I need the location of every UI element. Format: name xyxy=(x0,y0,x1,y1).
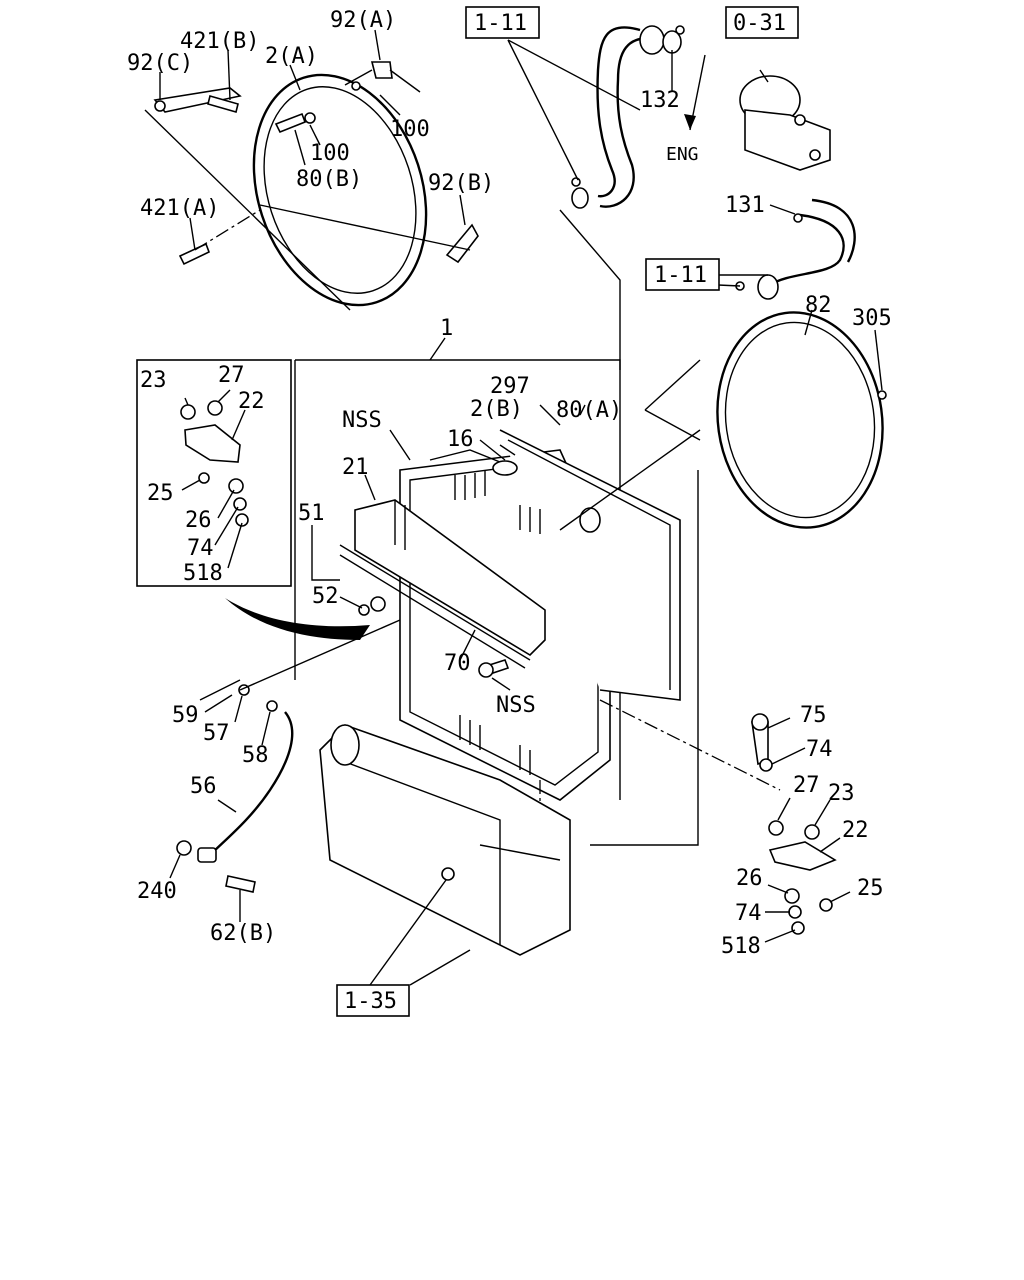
leader-lines xyxy=(159,29,883,986)
label-56: 56 xyxy=(190,774,217,799)
inset-pointer-arrow xyxy=(225,598,370,640)
ref-1-35[interactable]: 1-35 xyxy=(344,989,397,1014)
label-2a: 2(A) xyxy=(265,44,318,69)
label-74-inset: 74 xyxy=(187,536,214,561)
label-2b: 2(B) xyxy=(470,397,523,422)
label-132: 132 xyxy=(640,88,680,113)
label-100-left: 100 xyxy=(310,141,350,166)
label-25-right: 25 xyxy=(857,876,884,901)
label-297: 297 xyxy=(490,374,530,399)
reference-boxes: 1-11 0-31 1-11 1-35 xyxy=(336,6,799,1017)
label-518-inset: 518 xyxy=(183,561,223,586)
mount-detail-inset xyxy=(136,359,292,587)
ref-1-11-top[interactable]: 1-11 xyxy=(474,11,527,36)
label-23-inset: 23 xyxy=(140,368,167,393)
label-21: 21 xyxy=(342,455,369,480)
label-131: 131 xyxy=(725,193,765,218)
label-421a: 421(A) xyxy=(140,196,219,221)
lower-hose-assembly xyxy=(735,198,856,300)
ref-box-1-11-mid[interactable] xyxy=(645,258,720,291)
label-nss-top: NSS xyxy=(342,408,382,433)
label-80b: 80(B) xyxy=(296,167,362,192)
intercooler xyxy=(319,724,571,956)
label-100-right: 100 xyxy=(390,117,430,142)
label-57: 57 xyxy=(203,721,230,746)
shroud-cover xyxy=(339,499,546,669)
label-58: 58 xyxy=(242,743,269,768)
label-26-inset: 26 xyxy=(185,508,212,533)
label-52: 52 xyxy=(312,584,339,609)
label-62b: 62(B) xyxy=(210,921,276,946)
right-mount-parts xyxy=(751,713,837,935)
label-92c: 92(C) xyxy=(127,51,193,76)
ref-box-1-35[interactable] xyxy=(336,984,410,1017)
label-80a: 80(A) xyxy=(556,398,622,423)
label-eng: ENG xyxy=(666,144,699,165)
label-26-right: 26 xyxy=(736,866,763,891)
label-92b: 92(B) xyxy=(428,171,494,196)
label-74-right: 74 xyxy=(806,737,833,762)
ref-1-11-mid[interactable]: 1-11 xyxy=(654,263,707,288)
label-305: 305 xyxy=(852,306,892,331)
label-59: 59 xyxy=(172,703,199,728)
label-74-lower: 74 xyxy=(735,901,762,926)
label-25-inset: 25 xyxy=(147,481,174,506)
label-75: 75 xyxy=(800,703,827,728)
label-51: 51 xyxy=(298,501,325,526)
label-240: 240 xyxy=(137,879,177,904)
fan-ring xyxy=(644,311,887,529)
ref-box-1-11-top[interactable] xyxy=(465,6,540,39)
label-nss-bottom: NSS xyxy=(496,693,536,718)
fan-shroud-assembly xyxy=(144,61,479,311)
label-22-right: 22 xyxy=(842,818,869,843)
label-27-inset: 27 xyxy=(218,363,245,388)
label-27-right: 27 xyxy=(793,773,820,798)
label-518-right: 518 xyxy=(721,934,761,959)
label-92a: 92(A) xyxy=(330,8,396,33)
ref-box-0-31[interactable] xyxy=(725,6,799,39)
part-labels: 92(C) 421(B) 2(A) 92(A) 100 100 80(B) 92… xyxy=(127,8,892,959)
label-82: 82 xyxy=(805,293,832,318)
label-23-right: 23 xyxy=(828,781,855,806)
label-22-inset: 22 xyxy=(238,389,265,414)
reservoir-tank xyxy=(739,69,831,171)
label-16: 16 xyxy=(447,427,474,452)
ref-0-31[interactable]: 0-31 xyxy=(733,11,786,36)
drain-parts xyxy=(176,619,401,893)
label-421b: 421(B) xyxy=(180,29,259,54)
label-70: 70 xyxy=(444,651,471,676)
label-1: 1 xyxy=(440,316,453,341)
